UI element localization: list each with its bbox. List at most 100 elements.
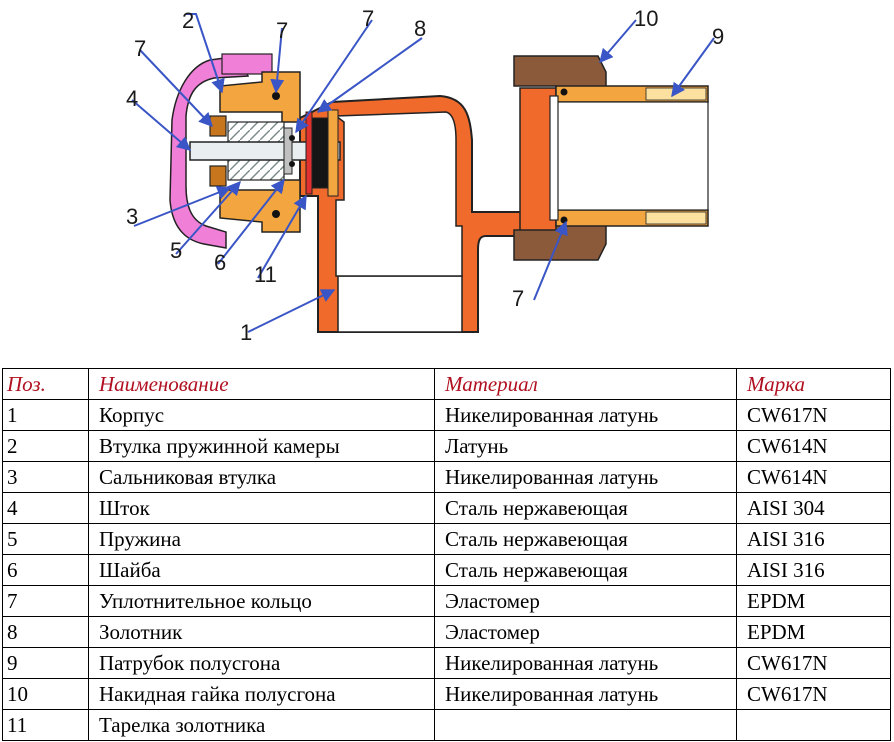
table-row: 2 Втулка пружинной камеры Латунь CW614N (2, 430, 891, 462)
header-position: Поз. (2, 368, 89, 400)
callout-10: 10 (634, 6, 658, 31)
cell-name: Накидная гайка полусгона (88, 678, 435, 710)
cell-position: 4 (2, 492, 89, 524)
cell-material: Никелированная латунь (434, 399, 737, 431)
cell-grade: CW614N (736, 430, 891, 462)
callout-3: 3 (126, 204, 138, 229)
cell-grade: CW617N (736, 647, 891, 679)
gland-sleeve-top (209, 115, 227, 137)
leader-lines (131, 13, 715, 333)
table-row: 6 Шайба Сталь нержавеющая AISI 316 (2, 554, 891, 586)
cell-name: Пружина (88, 523, 435, 555)
callout-numbers: 2 7 7 8 7 4 3 5 6 11 1 7 10 9 (126, 6, 724, 345)
table-row: 7 Уплотнительное кольцо Эластомер EPDM (2, 585, 891, 617)
callout-7c: 7 (134, 36, 146, 61)
cell-name: Сальниковая втулка (88, 461, 435, 493)
cell-grade: CW614N (736, 461, 891, 493)
protective-cap (169, 55, 250, 249)
callout-11: 11 (254, 262, 277, 287)
callout-7d: 7 (512, 286, 524, 311)
cell-position: 7 (2, 585, 89, 617)
cell-grade: EPDM (736, 585, 891, 617)
cell-position: 5 (2, 523, 89, 555)
header-grade: Марка (736, 368, 891, 400)
cell-material: Сталь нержавеющая (434, 492, 737, 524)
cell-material: Сталь нержавеющая (434, 523, 737, 555)
cell-material: Никелированная латунь (434, 647, 737, 679)
cell-name: Патрубок полусгона (88, 647, 435, 679)
callout-7a: 7 (276, 18, 288, 43)
o-ring (560, 88, 568, 96)
table-row: 8 Золотник Эластомер EPDM (2, 616, 891, 648)
valve-seat (327, 109, 339, 197)
valve-disc (311, 117, 329, 189)
cell-material: Эластомер (434, 585, 737, 617)
cell-grade (736, 709, 891, 741)
tailpiece (549, 85, 709, 227)
cell-name: Шток (88, 492, 435, 524)
tailpiece-flange (549, 95, 559, 221)
cell-material: Сталь нержавеющая (434, 554, 737, 586)
cell-material: Никелированная латунь (434, 461, 737, 493)
callout-5: 5 (170, 238, 182, 263)
cell-grade: EPDM (736, 616, 891, 648)
cell-grade: CW617N (736, 399, 891, 431)
o-ring (289, 135, 295, 141)
cell-grade: AISI 316 (736, 523, 891, 555)
spring-housing-upper (219, 71, 301, 123)
table-row: 5 Пружина Сталь нержавеющая AISI 316 (2, 523, 891, 555)
cell-position: 1 (2, 399, 89, 431)
cell-name: Шайба (88, 554, 435, 586)
cell-position: 3 (2, 461, 89, 493)
table-row: 3 Сальниковая втулка Никелированная лату… (2, 461, 891, 493)
cell-grade: CW617N (736, 678, 891, 710)
table-row: 4 Шток Сталь нержавеющая AISI 304 (2, 492, 891, 524)
cell-position: 10 (2, 678, 89, 710)
tailpiece-thread-bottom (645, 211, 707, 225)
callout-9: 9 (712, 24, 724, 49)
valve-disc-plate (305, 111, 313, 195)
cell-name: Уплотнительное кольцо (88, 585, 435, 617)
callout-6: 6 (214, 250, 226, 275)
o-ring (272, 92, 280, 100)
table-row: 10 Накидная гайка полусгона Никелированн… (2, 678, 891, 710)
protective-cap-top (221, 53, 273, 75)
cell-grade: AISI 304 (736, 492, 891, 524)
body-inner-channel (333, 111, 463, 277)
callout-7b: 7 (362, 6, 374, 31)
cell-position: 6 (2, 554, 89, 586)
table-row: 11 Тарелка золотника (2, 709, 891, 741)
valve-body (299, 87, 567, 333)
cell-material: Никелированная латунь (434, 678, 737, 710)
cell-name: Втулка пружинной камеры (88, 430, 435, 462)
table-header-row: Поз. Наименование Материал Марка (2, 368, 891, 400)
table-row: 9 Патрубок полусгона Никелированная лату… (2, 647, 891, 679)
body-inner-bore (337, 275, 463, 333)
cell-material (434, 709, 737, 741)
stem (189, 141, 341, 161)
gland-sleeve-bottom (209, 165, 227, 187)
cell-grade: AISI 316 (736, 554, 891, 586)
cell-material: Латунь (434, 430, 737, 462)
header-material: Материал (434, 368, 737, 400)
cell-material: Эластомер (434, 616, 737, 648)
cell-name: Тарелка золотника (88, 709, 435, 741)
callout-1: 1 (240, 320, 252, 345)
washer (283, 127, 293, 175)
tailpiece-bore (555, 101, 709, 211)
spring-housing-lower (219, 179, 301, 233)
callout-8: 8 (414, 16, 426, 41)
parts-table: Поз. Наименование Материал Марка 1 Корпу… (2, 368, 891, 741)
cell-position: 11 (2, 709, 89, 741)
cell-name: Золотник (88, 616, 435, 648)
cell-position: 8 (2, 616, 89, 648)
valve-cross-section-diagram: 2 7 7 8 7 4 3 5 6 11 1 7 10 9 (126, 6, 724, 345)
o-ring (289, 161, 295, 167)
cell-position: 9 (2, 647, 89, 679)
callout-4: 4 (126, 86, 138, 111)
o-ring (272, 210, 280, 218)
cell-position: 2 (2, 430, 89, 462)
table-row: 1 Корпус Никелированная латунь CW617N (2, 399, 891, 431)
header-name: Наименование (88, 368, 435, 400)
cell-name: Корпус (88, 399, 435, 431)
